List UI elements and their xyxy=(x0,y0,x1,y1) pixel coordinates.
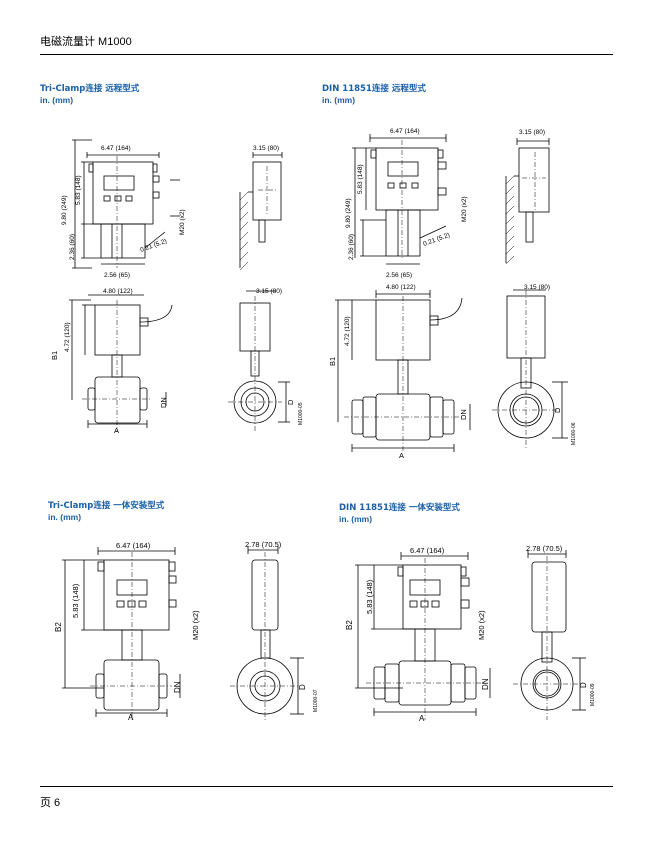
dim-label-d: D xyxy=(579,682,588,688)
drawing-triclamp-remote-transmitter-front xyxy=(72,139,180,269)
dim-label-body-height: 5.83 (148) xyxy=(75,175,82,205)
dim-label-body-height: 5.83 (148) xyxy=(357,164,364,194)
dim-label-width: 6.47 (164) xyxy=(410,546,445,555)
section-unit: in. (mm) xyxy=(40,95,74,105)
dim-label-flange: 0.21 (5.2) xyxy=(422,232,451,248)
dim-label-m20: M20 (x2) xyxy=(461,196,468,222)
section-title-text: Tri-Clamp连接 远程型式 xyxy=(40,84,140,94)
dim-label-side-width: 3.15 (80) xyxy=(253,145,279,152)
dim-label-front-width: 4.80 (122) xyxy=(386,284,416,291)
dim-label-d: D xyxy=(298,684,307,690)
dim-label-body-height: 5.83 (148) xyxy=(71,583,80,618)
drawing-din-remote-sensor-side xyxy=(492,289,568,448)
dim-label-dn: DN xyxy=(173,681,182,693)
header-rule xyxy=(40,54,613,55)
dim-label-a: A xyxy=(128,713,134,722)
drawing-din-remote-transmitter-side xyxy=(505,138,550,265)
dim-label-height: 9.80 (249) xyxy=(61,195,68,225)
dim-label-side-width: 3.15 (80) xyxy=(519,129,545,136)
figure-code: M1000-05 xyxy=(298,402,304,425)
dim-label-flange: 0.21 (5.2) xyxy=(139,238,168,254)
drawing-din-remote-sensor-front xyxy=(335,290,471,452)
dim-label-a: A xyxy=(399,451,404,460)
section-title-text: DIN 11851连接 远程型式 xyxy=(322,84,426,94)
dim-label-d: D xyxy=(553,407,562,413)
section-title-text: Tri-Clamp连接 一体安装型式 xyxy=(48,501,165,511)
dim-label-box-height: 4.72 (120) xyxy=(344,316,351,346)
dim-label-a: A xyxy=(419,714,425,723)
section-unit: in. (mm) xyxy=(339,514,373,524)
dim-label-width: 6.47 (164) xyxy=(101,145,131,152)
dim-label-m20: M20 (x2) xyxy=(191,610,200,640)
dim-label-side2-width: 3.15 (80) xyxy=(256,288,282,295)
dim-label-width: 6.47 (164) xyxy=(116,541,151,550)
dim-label-side2-width: 3.15 (80) xyxy=(524,284,550,291)
section-title-din-integral: DIN 11851连接 一体安装型式 in. (mm) xyxy=(339,503,460,525)
figure-code: M1000-07 xyxy=(313,689,319,712)
dim-label-a: A xyxy=(114,426,119,435)
dim-label-d: D xyxy=(286,399,295,405)
dim-label-dn: DN xyxy=(159,397,168,408)
dim-label-body-height: 5.83 (148) xyxy=(365,579,374,614)
dim-label-height: 9.80 (249) xyxy=(345,198,352,228)
document-header-title: 电磁流量计 M1000 xyxy=(40,36,132,48)
dim-label-m20: M20 (x2) xyxy=(179,209,186,235)
dim-label-dn: DN xyxy=(459,409,468,420)
dim-label-width: 6.47 (164) xyxy=(390,128,420,135)
dim-label-side-width: 2.78 (70.5) xyxy=(526,544,563,553)
figure-code: M1000-09 xyxy=(590,683,596,706)
dim-label-b1: B1 xyxy=(328,357,337,366)
section-unit: in. (mm) xyxy=(322,95,356,105)
dim-label-m20: M20 (x2) xyxy=(477,610,486,640)
dim-label-base: 2.56 (65) xyxy=(386,272,412,279)
dim-label-side-width: 2.78 (70.5) xyxy=(245,540,282,549)
dim-label-box-height: 4.72 (120) xyxy=(64,322,71,352)
drawing-din-integral-side xyxy=(513,550,586,720)
dim-label-neck: 2.36 (60) xyxy=(348,234,355,260)
dim-label-b1: B1 xyxy=(50,351,59,360)
dim-label-b2: B2 xyxy=(54,622,63,632)
dim-label-front-width: 4.80 (122) xyxy=(103,288,133,295)
page-number: 页 6 xyxy=(40,797,61,809)
drawing-din-remote-transmitter-front xyxy=(352,134,447,265)
section-title-din-remote: DIN 11851连接 远程型式 in. (mm) xyxy=(322,84,426,106)
section-unit: in. (mm) xyxy=(48,512,82,522)
drawing-triclamp-remote-transmitter-side xyxy=(239,152,283,271)
drawing-triclamp-remote-sensor-front xyxy=(69,294,173,432)
drawing-din-integral-front xyxy=(355,552,491,720)
section-title-triclamp-integral: Tri-Clamp连接 一体安装型式 in. (mm) xyxy=(48,501,164,523)
dim-label-base: 2.56 (65) xyxy=(104,272,130,279)
drawing-triclamp-remote-sensor-side xyxy=(228,290,290,432)
dim-label-dn: DN xyxy=(481,678,490,690)
footer-rule xyxy=(40,786,613,787)
drawing-triclamp-integral-side xyxy=(230,546,304,722)
figure-code: M1000-06 xyxy=(571,422,577,445)
dim-label-b2: B2 xyxy=(345,620,354,630)
section-title-text: DIN 11851连接 一体安装型式 xyxy=(339,503,460,513)
dim-label-neck: 2.36 (60) xyxy=(69,234,76,260)
drawing-triclamp-integral-front xyxy=(62,547,181,722)
section-title-triclamp-remote: Tri-Clamp连接 远程型式 in. (mm) xyxy=(40,84,139,106)
